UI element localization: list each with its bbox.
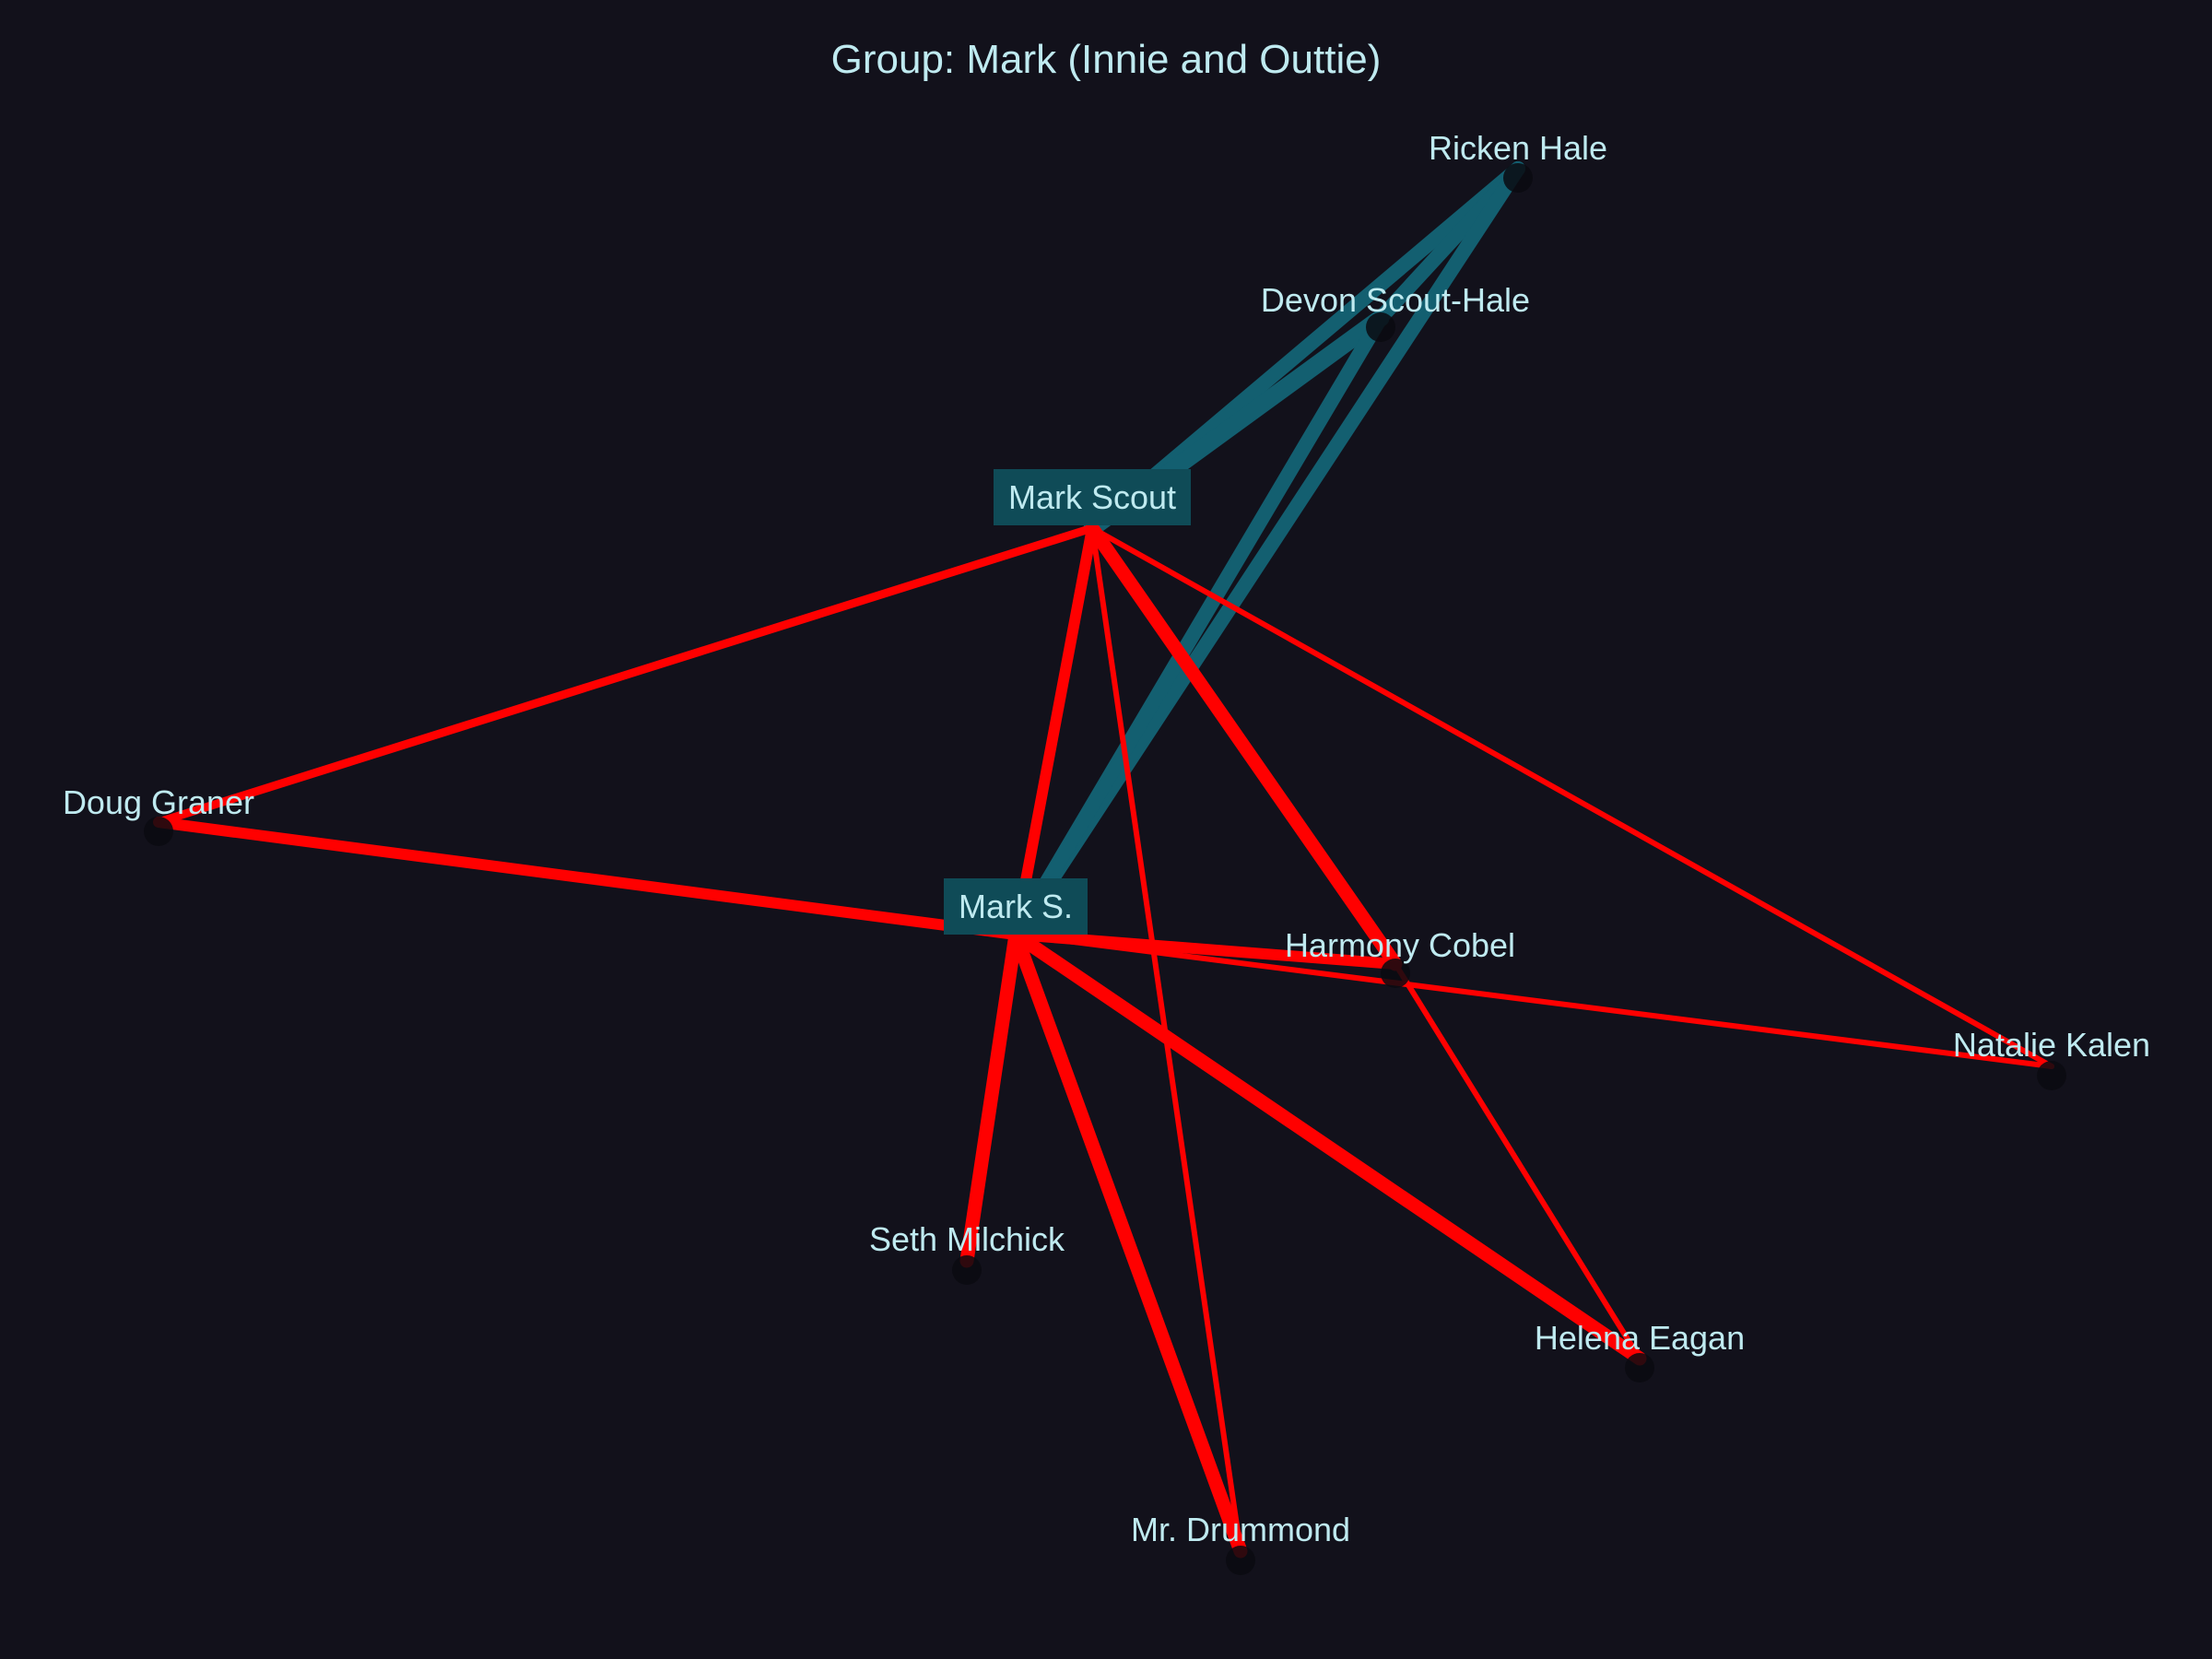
edge-mark-s-seth-milchick — [959, 927, 1023, 1268]
node-label: Devon Scout-Hale — [1261, 281, 1530, 319]
node-marker — [952, 1255, 982, 1285]
node-marker — [144, 817, 173, 846]
edge-mark-scout-doug-graner — [154, 524, 1097, 827]
edge-mark-scout-harmony-cobel — [1085, 521, 1403, 971]
edge-mark-s-natalie-kalen — [1013, 932, 2054, 1069]
node-label: Helena Eagan — [1535, 1319, 1745, 1357]
node-mr-drummond[interactable]: Mr. Drummond — [1131, 1511, 1350, 1575]
node-marker — [1381, 959, 1410, 988]
node-label: Natalie Kalen — [1953, 1026, 2150, 1064]
node-marker — [1226, 1546, 1255, 1575]
node-label: Seth Milchick — [869, 1220, 1065, 1258]
node-helena-eagan[interactable]: Helena Eagan — [1535, 1319, 1745, 1382]
node-label: Mr. Drummond — [1131, 1511, 1350, 1548]
edge-mark-scout-natalie-kalen — [1089, 525, 2054, 1069]
node-mark-s[interactable]: Mark S. — [943, 878, 1088, 935]
edge-mark-s-devon-scout-hale — [1008, 311, 1388, 942]
node-ricken-hale[interactable]: Ricken Hale — [1429, 129, 1607, 193]
node-mark-scout[interactable]: Mark Scout — [993, 469, 1192, 525]
node-doug-graner[interactable]: Doug Graner — [63, 783, 254, 846]
node-marker — [1503, 163, 1533, 193]
edge-mark-s-mr-drummond — [1008, 927, 1248, 1559]
node-label: Doug Graner — [63, 783, 254, 821]
graph-title: Group: Mark (Innie and Outtie) — [831, 37, 1382, 82]
node-label: Mark S. — [959, 888, 1073, 925]
edge-mark-s-harmony-cobel — [1010, 929, 1401, 970]
node-label: Harmony Cobel — [1285, 926, 1515, 964]
edge-layer — [153, 161, 2054, 1559]
edge-mark-s-helena-eagan — [1008, 927, 1647, 1366]
edge-harmony-cobel-helena-eagan — [1393, 961, 1642, 1361]
node-seth-milchick[interactable]: Seth Milchick — [869, 1220, 1065, 1285]
node-marker — [1625, 1353, 1654, 1382]
node-marker — [1366, 312, 1395, 342]
node-label: Ricken Hale — [1429, 129, 1607, 167]
node-harmony-cobel[interactable]: Harmony Cobel — [1285, 926, 1515, 988]
edge-mark-s-doug-graner — [153, 817, 1021, 940]
edge-mark-scout-mark-s — [1010, 523, 1098, 940]
node-natalie-kalen[interactable]: Natalie Kalen — [1953, 1026, 2150, 1090]
focus-label-box — [993, 469, 1192, 525]
node-devon-scout-hale[interactable]: Devon Scout-Hale — [1261, 281, 1530, 342]
node-label: Mark Scout — [1008, 478, 1176, 516]
focus-label-box — [943, 878, 1088, 935]
node-marker — [2037, 1061, 2066, 1090]
